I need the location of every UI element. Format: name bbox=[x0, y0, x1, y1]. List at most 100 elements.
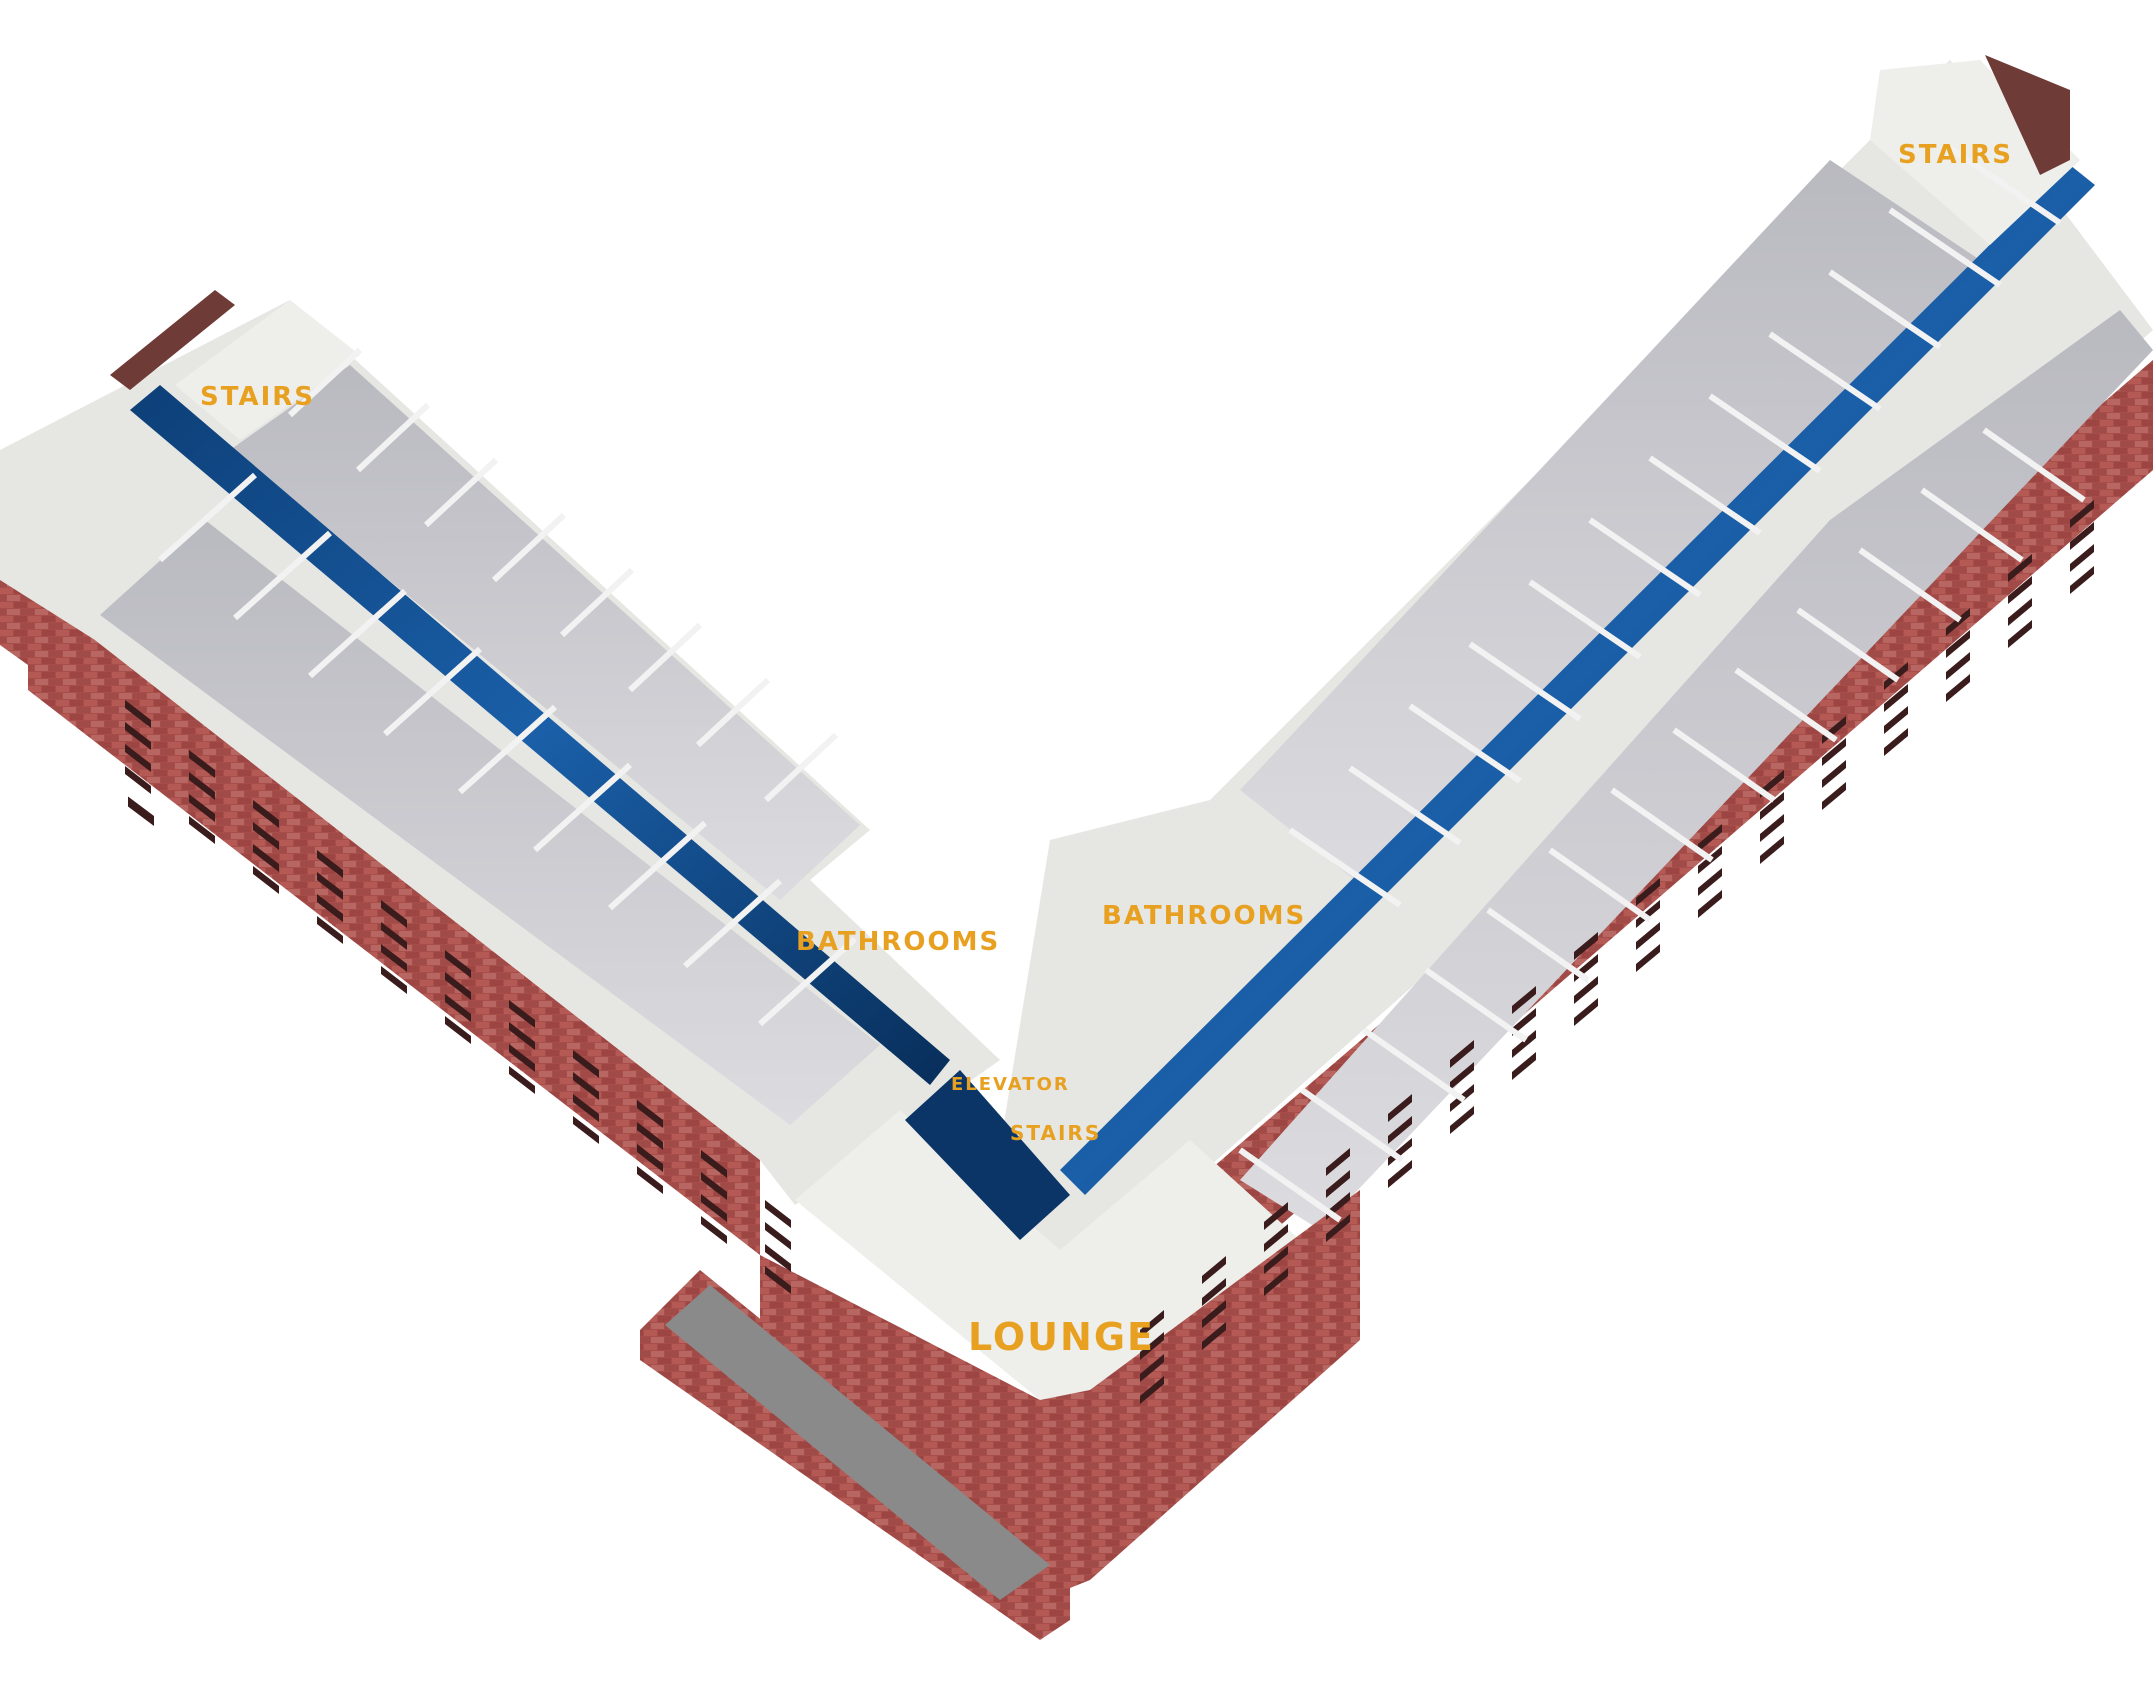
room-divider bbox=[232, 530, 333, 621]
window bbox=[1822, 782, 1846, 810]
room-divider bbox=[559, 567, 635, 638]
window bbox=[381, 922, 407, 950]
window bbox=[1512, 986, 1536, 1014]
window bbox=[1202, 1322, 1226, 1350]
window bbox=[1140, 1310, 1164, 1338]
left-south-rooms bbox=[100, 520, 880, 1125]
room-divider bbox=[1982, 427, 2086, 503]
right-lower-facade bbox=[1090, 1190, 1360, 1580]
window bbox=[2008, 554, 2032, 582]
window bbox=[637, 1100, 663, 1128]
window bbox=[1326, 1148, 1350, 1176]
room-divider bbox=[1796, 607, 1900, 683]
room-divider bbox=[491, 512, 567, 583]
window bbox=[701, 1172, 727, 1200]
room-divider bbox=[1362, 1027, 1466, 1103]
room-divider bbox=[1238, 1147, 1342, 1223]
window bbox=[1822, 760, 1846, 788]
room-divider bbox=[532, 762, 633, 853]
window bbox=[125, 766, 151, 794]
room-divider bbox=[1672, 727, 1776, 803]
window bbox=[445, 1016, 471, 1044]
window bbox=[637, 1166, 663, 1194]
left-windows bbox=[128, 796, 154, 827]
window bbox=[1326, 1214, 1350, 1242]
room-divider bbox=[1424, 967, 1528, 1043]
room-divider bbox=[1588, 517, 1702, 598]
window bbox=[1636, 900, 1660, 928]
room-divider bbox=[1858, 547, 1962, 623]
window bbox=[1760, 814, 1784, 842]
room-divider bbox=[1610, 787, 1714, 863]
window bbox=[253, 866, 279, 894]
window bbox=[1512, 1052, 1536, 1080]
window bbox=[573, 1050, 599, 1078]
room-divider bbox=[627, 622, 703, 693]
room-divider bbox=[1468, 641, 1582, 722]
room-labels: STAIRS STAIRS BATHROOMS BATHROOMS ELEVAT… bbox=[200, 140, 2013, 1359]
window bbox=[765, 1200, 791, 1228]
room-divider bbox=[1348, 765, 1462, 846]
room-divider bbox=[457, 704, 558, 795]
window bbox=[1388, 1138, 1412, 1166]
window bbox=[189, 816, 215, 844]
window bbox=[1636, 922, 1660, 950]
window bbox=[1388, 1094, 1412, 1122]
window bbox=[1202, 1278, 1226, 1306]
room-divider bbox=[1920, 487, 2024, 563]
window bbox=[1202, 1256, 1226, 1284]
window bbox=[1760, 792, 1784, 820]
room-divider bbox=[382, 646, 483, 737]
window bbox=[1574, 998, 1598, 1026]
window bbox=[1884, 684, 1908, 712]
window bbox=[1884, 728, 1908, 756]
window bbox=[445, 994, 471, 1022]
label-elevator: ELEVATOR bbox=[951, 1074, 1070, 1095]
left-stairs-area bbox=[175, 300, 360, 440]
window bbox=[701, 1194, 727, 1222]
room-divider bbox=[1548, 847, 1652, 923]
window bbox=[1264, 1202, 1288, 1230]
window bbox=[125, 744, 151, 772]
label-stairs-center: STAIRS bbox=[1010, 1121, 1101, 1145]
window bbox=[253, 822, 279, 850]
window bbox=[1512, 1008, 1536, 1036]
facade-windows bbox=[125, 145, 2094, 1404]
window bbox=[509, 1000, 535, 1028]
window bbox=[445, 950, 471, 978]
window bbox=[765, 1244, 791, 1272]
window bbox=[2008, 620, 2032, 648]
window bbox=[1202, 1300, 1226, 1328]
annex-floor bbox=[665, 1285, 1050, 1600]
label-bathrooms-right: BATHROOMS bbox=[1102, 901, 1306, 931]
window bbox=[573, 1116, 599, 1144]
right-stairwell bbox=[1985, 55, 2070, 175]
window bbox=[1698, 868, 1722, 896]
window bbox=[1326, 1170, 1350, 1198]
window bbox=[317, 894, 343, 922]
window bbox=[2008, 576, 2032, 604]
label-stairs-left: STAIRS bbox=[200, 382, 315, 412]
left-north-rooms bbox=[230, 365, 860, 900]
right-corridor bbox=[1060, 165, 2095, 1195]
room-divider bbox=[307, 588, 408, 679]
label-stairs-right: STAIRS bbox=[1898, 140, 2013, 170]
window bbox=[1140, 1376, 1164, 1404]
room-divider bbox=[1408, 703, 1522, 784]
label-bathrooms-left: BATHROOMS bbox=[796, 927, 1000, 957]
window bbox=[1450, 1062, 1474, 1090]
window bbox=[1264, 1268, 1288, 1296]
room-divider bbox=[695, 677, 771, 748]
window bbox=[189, 772, 215, 800]
window bbox=[573, 1094, 599, 1122]
window bbox=[1388, 1160, 1412, 1188]
window bbox=[1264, 1246, 1288, 1274]
room-divider bbox=[607, 820, 708, 911]
window bbox=[509, 1066, 535, 1094]
room-divider bbox=[682, 878, 783, 969]
label-lounge: LOUNGE bbox=[968, 1315, 1155, 1359]
room-divider bbox=[1768, 331, 1882, 412]
window bbox=[2070, 544, 2094, 572]
window bbox=[1636, 944, 1660, 972]
